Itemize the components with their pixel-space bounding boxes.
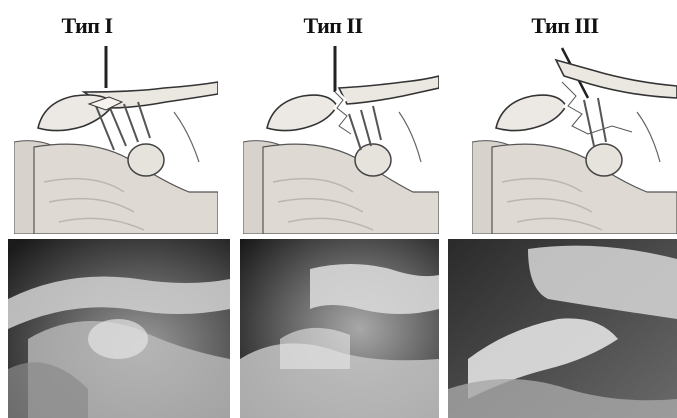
type-1-xray [8,239,230,418]
type-1-illustration [14,42,218,234]
type-3-xray [448,239,677,418]
type-3-title: Тип III [510,13,620,39]
type-2-xray [240,239,439,418]
type-1-title: Тип I [32,13,142,39]
type-2-title: Тип II [278,13,388,39]
type-3-illustration [472,42,677,234]
type-2-illustration [243,42,439,234]
